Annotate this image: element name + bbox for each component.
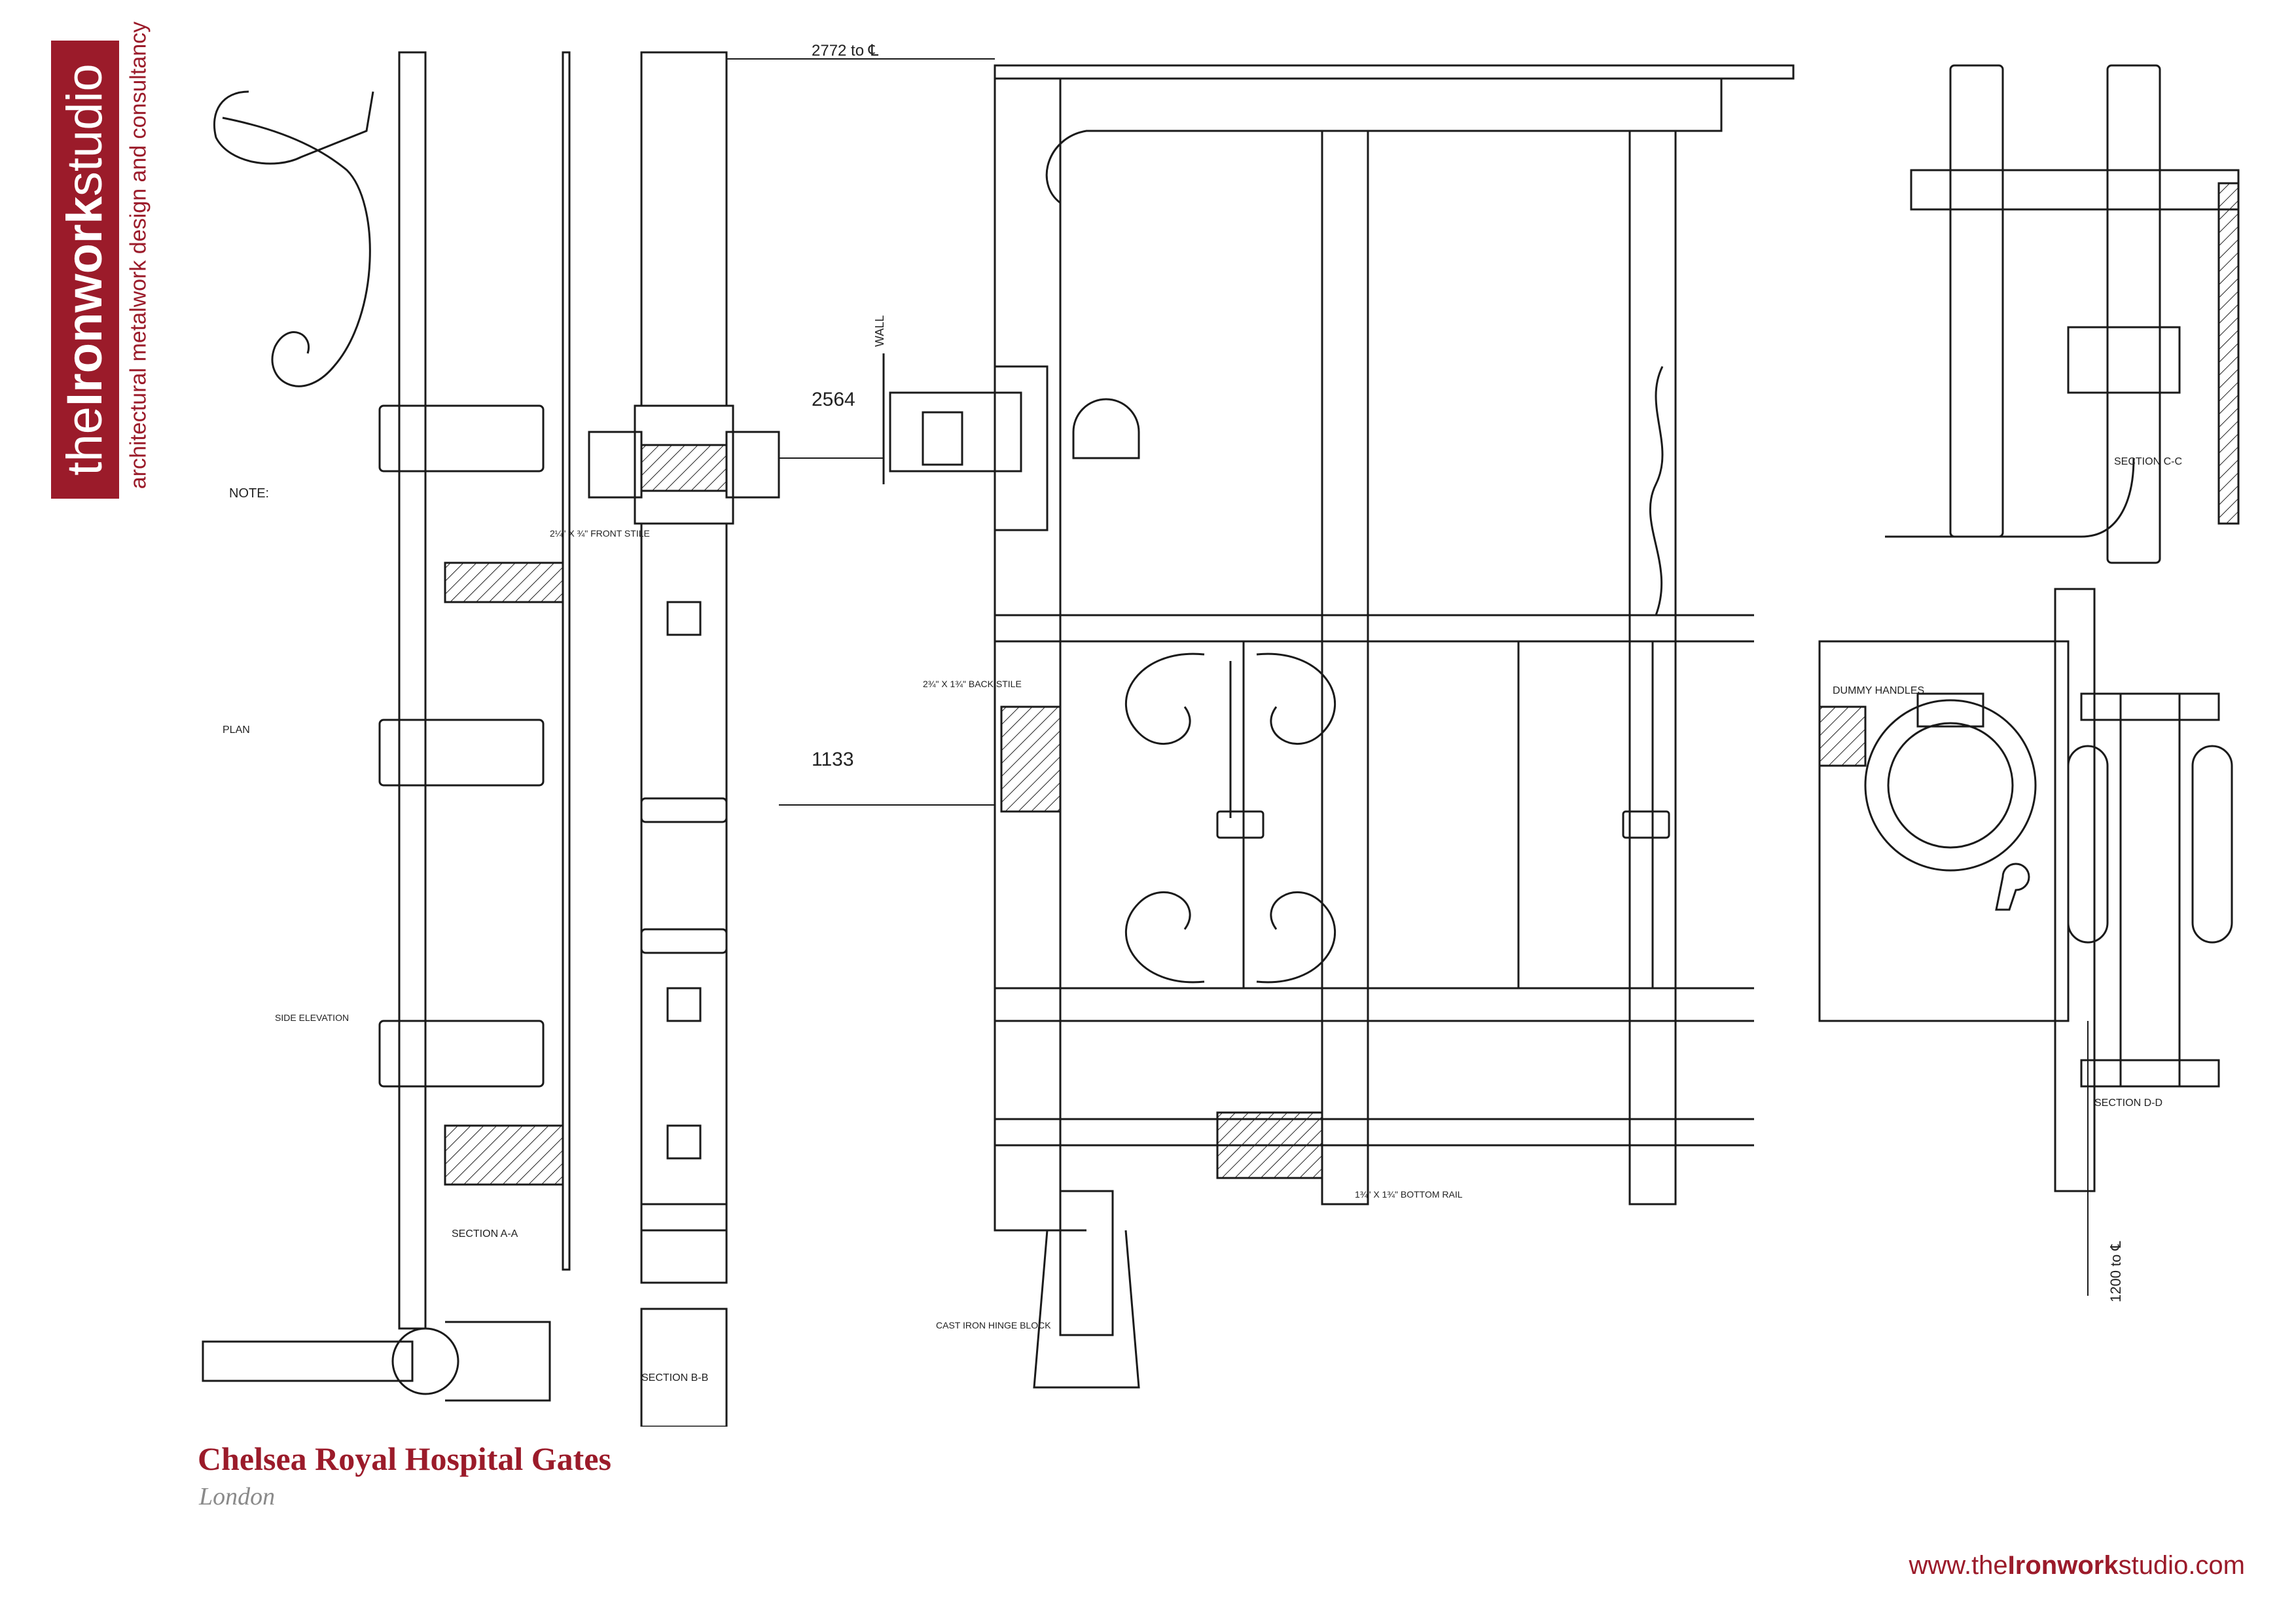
dimension-middle-upper: 2564: [812, 389, 855, 410]
website-prefix: www.the: [1909, 1551, 2008, 1580]
website-suffix: studio.com: [2118, 1551, 2245, 1580]
website-bold: Ironwork: [2007, 1551, 2119, 1580]
cast-iron-block-label: CAST IRON HINGE BLOCK: [936, 1320, 1051, 1330]
page-title: Chelsea Royal Hospital Gates: [198, 1440, 611, 1477]
centre-post-elevation: [588, 51, 780, 1427]
section-bb-label: SECTION B-B: [641, 1372, 708, 1383]
brand-tagline: architectural metalwork design and consu…: [126, 21, 151, 490]
dimension-lines: [726, 58, 2089, 1296]
note-label: NOTE:: [229, 486, 269, 501]
plan-label: PLAN: [223, 724, 250, 736]
section-cc-label: SECTION C-C: [2114, 456, 2182, 467]
wall-label: WALL: [873, 315, 886, 347]
section-aa-label: SECTION A-A: [452, 1228, 518, 1240]
logo-suffix: studio: [57, 63, 113, 197]
brand-logo-text: theIronworkstudio: [57, 63, 113, 476]
logo-main: Ironwork: [57, 196, 113, 407]
technical-drawing: 2772 to ℄ 2564 1133 1200 to ℄ NOTE: WALL…: [202, 42, 2240, 1427]
section-cc-and-dd-details: [1885, 64, 2240, 1088]
bottom-rail-label: 1¾" X 1¾" BOTTOM RAIL: [1355, 1189, 1463, 1200]
brand-logo-block: theIronworkstudio: [51, 41, 119, 499]
wall-bracket-section: [882, 353, 1140, 531]
logo-prefix: the: [57, 406, 113, 476]
back-stile-label: 2¾" X 1¾" BACK STILE: [923, 679, 1022, 689]
dimension-middle: 1133: [812, 749, 854, 770]
dummy-handles-label: DUMMY HANDLES: [1833, 685, 1924, 696]
dimension-top: 2772 to ℄: [812, 42, 879, 60]
drawing-annotations: 2772 to ℄ 2564 1133 1200 to ℄ NOTE: WALL…: [223, 42, 2182, 1383]
left-stile-elevation: [202, 51, 571, 1402]
gate-leaf-elevation: [994, 64, 2096, 1389]
side-elevation-label: SIDE ELEVATION: [275, 1012, 349, 1023]
dimension-right: 1200 to ℄: [2108, 1240, 2124, 1302]
page-subtitle: London: [199, 1483, 276, 1510]
front-stile-label: 2¼" X ¾" FRONT STILE: [550, 528, 650, 539]
website-link[interactable]: www.theIronworkstudio.com: [1909, 1551, 2246, 1580]
section-dd-label: SECTION D-D: [2094, 1097, 2162, 1109]
